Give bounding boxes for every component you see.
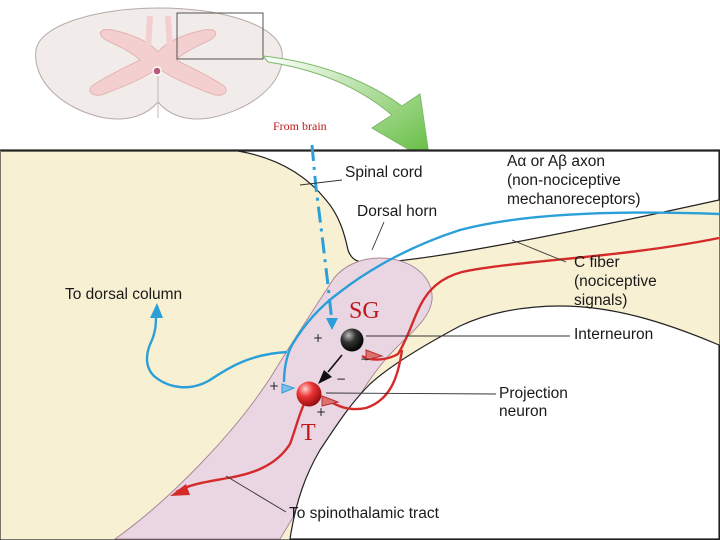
a-beta-collateral <box>145 313 288 389</box>
to-dorsal-column-label: To dorsal column <box>65 286 183 303</box>
central-canal <box>152 66 162 76</box>
spinothalamic-arrowhead <box>170 484 190 496</box>
black-sphere-icon <box>340 328 364 352</box>
c-fiber-label-line2: (nociceptive <box>574 273 657 290</box>
to-spinothalamic-label: To spinothalamic tract <box>289 505 439 522</box>
leader-lines <box>225 179 570 513</box>
projection-label-line2: neuron <box>499 403 548 420</box>
dorsal-horn-region <box>113 257 433 540</box>
spinal-cord-cross-section <box>35 7 283 120</box>
c-fiber-to-projection <box>323 349 404 411</box>
minus-sign-projection: − <box>336 372 347 386</box>
a-beta-axon <box>282 211 720 383</box>
a-axon-label-line1: Aα or Aβ axon <box>507 153 606 170</box>
interneuron-label: Interneuron <box>574 326 654 343</box>
plus-sign-projection-right: + <box>316 405 327 419</box>
minus-sign-interneuron: − <box>360 352 371 366</box>
c-fiber <box>361 236 720 361</box>
c-fiber-label-line1: C fiber <box>574 254 620 271</box>
t-label: T <box>301 420 316 446</box>
zoom-box <box>176 12 264 60</box>
a-axon-label-line2: (non-nociceptive <box>507 172 621 189</box>
dorsal-horn-label: Dorsal horn <box>357 203 438 220</box>
descending-fiber-arrowhead <box>326 318 338 330</box>
green-arrow-icon <box>261 55 431 163</box>
red-sphere-icon <box>296 381 322 407</box>
dorsal-column-arrowhead <box>150 303 163 318</box>
c-fiber-label-line3: signals) <box>574 292 628 309</box>
plus-sign-projection-left: + <box>269 379 280 393</box>
synapse-terminal <box>281 383 296 394</box>
plus-sign-interneuron: + <box>313 331 324 345</box>
from-brain-label: From brain <box>273 119 327 133</box>
synapse-terminal <box>321 395 340 407</box>
projection-axon <box>175 395 310 494</box>
white-region-top <box>1 150 720 264</box>
white-region-bottom <box>289 305 720 540</box>
projection-label-line1: Projection <box>499 385 568 402</box>
synapse-terminal <box>365 349 384 361</box>
a-axon-label-line3: mechanoreceptors) <box>507 191 641 208</box>
inhibition-arrowhead <box>318 370 332 384</box>
spinal-cord-label: Spinal cord <box>345 164 423 181</box>
sg-label: SG <box>349 298 380 324</box>
